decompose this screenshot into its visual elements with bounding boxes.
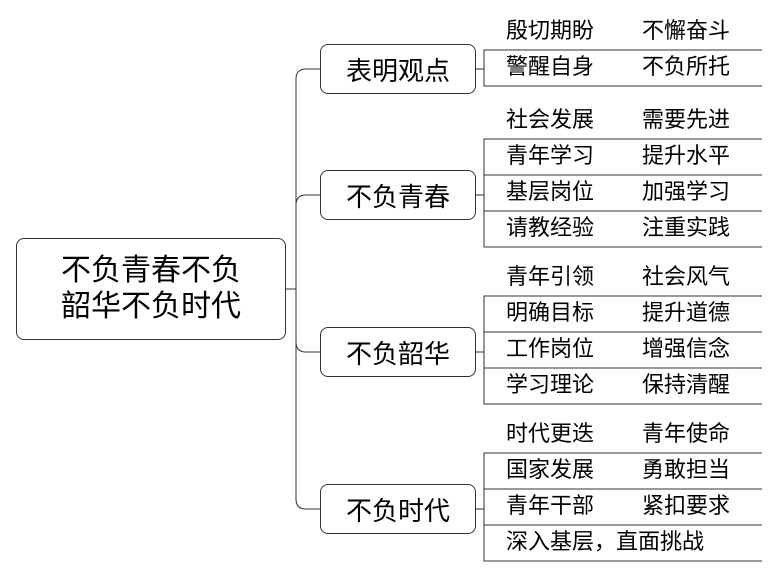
leaf-item: 深入基层，直面挑战 [506,526,768,560]
root-node-line-2: 韶华不负时代 [61,289,241,324]
topic-connector-3 [295,289,320,353]
leaf-left-text: 明确目标 [506,301,595,326]
topic-node-4: 不负时代 [320,484,476,534]
topic-node-3: 不负韶华 [320,327,476,377]
leaf-right-text: 需要先进 [642,108,731,133]
leaf-item: 青年干部 紧扣要求 [506,490,768,524]
leaf-right-text: 提升水平 [642,144,731,169]
topic-label: 不负时代 [345,496,450,527]
leaf-item: 请教经验 注重实践 [506,212,768,246]
leaf-left-text: 学习理论 [506,373,595,398]
leaf-left-text: 青年学习 [506,144,595,169]
leaf-left-text: 基层岗位 [506,180,595,205]
leaf-item: 青年学习 提升水平 [506,140,768,174]
leaf-right-text: 紧扣要求 [642,494,731,519]
topic-node-1: 表明观点 [320,44,476,94]
leaf-item: 国家发展 勇敢担当 [506,454,768,488]
leaf-right-text: 不负所托 [642,55,731,80]
leaf-left-text: 社会发展 [506,108,595,133]
leaf-left-text: 殷切期盼 [506,19,595,44]
leaf-item: 明确目标 提升道德 [506,297,768,331]
leaf-underline-3-4 [476,351,762,405]
leaf-right-text: 提升道德 [642,301,731,326]
leaf-left-text: 青年引领 [506,265,595,290]
leaf-right-text: 保持清醒 [642,373,731,398]
topic-label: 表明观点 [345,56,450,87]
leaf-item: 社会发展 需要先进 [506,104,768,138]
leaf-right-text: 勇敢担当 [642,458,731,483]
leaf-right-text: 不懈奋斗 [642,19,731,44]
leaf-left-text: 青年干部 [506,494,595,519]
leaf-right-text: 青年使命 [642,422,731,447]
leaf-underline-1-2 [476,68,762,87]
leaf-right-text: 增强信念 [642,337,731,362]
leaf-left-text: 工作岗位 [506,337,595,362]
leaf-item: 时代更迭 青年使命 [506,418,768,452]
root-node: 不负青春不负 韶华不负时代 [16,238,286,340]
leaf-right-text: 社会风气 [642,265,731,290]
leaf-item: 警醒自身 不负所托 [506,51,768,85]
leaf-item: 基层岗位 加强学习 [506,176,768,210]
topic-connector-1 [295,68,320,289]
leaf-left-text: 国家发展 [506,458,595,483]
leaf-item: 学习理论 保持清醒 [506,369,768,403]
leaf-underline-2-4 [476,194,762,248]
leaf-left-text: 警醒自身 [506,55,595,80]
leaf-left-text: 时代更迭 [506,422,595,447]
leaf-underline-4-4 [476,508,762,562]
leaf-left-text: 请教经验 [506,216,595,241]
topic-label: 不负青春 [345,182,450,213]
leaf-item: 工作岗位 增强信念 [506,333,768,367]
leaf-item: 殷切期盼 不懈奋斗 [506,15,768,49]
topic-node-2: 不负青春 [320,170,476,220]
leaf-full-text: 深入基层，直面挑战 [506,530,705,555]
topic-label: 不负韶华 [345,339,450,370]
topic-connector-2 [295,194,320,289]
topic-connector-4 [295,289,320,510]
leaf-right-text: 注重实践 [642,216,731,241]
leaf-right-text: 加强学习 [642,180,731,205]
leaf-item: 青年引领 社会风气 [506,261,768,295]
root-node-line-1: 不负青春不负 [61,253,241,288]
